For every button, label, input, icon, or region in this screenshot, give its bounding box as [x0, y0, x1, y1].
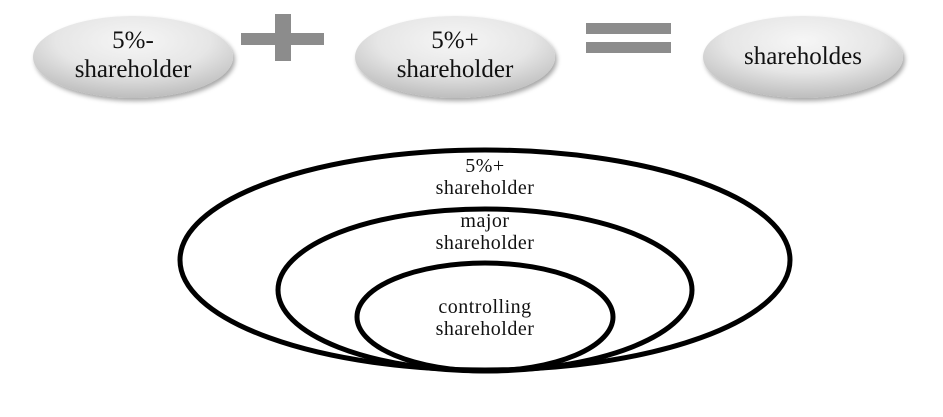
- oval-5pct-plus: 5%+ shareholder: [355, 16, 555, 98]
- oval-shareholders: shareholdes: [703, 16, 903, 98]
- equals-icon-bottom: [586, 42, 671, 53]
- oval-5pct-plus-line2: shareholder: [397, 56, 514, 83]
- oval-5pct-plus-line1: 5%+: [431, 27, 478, 54]
- plus-icon-vertical: [275, 14, 291, 61]
- nested-sets: [177, 147, 793, 374]
- ring-outer-line1: 5%+: [465, 155, 504, 177]
- oval-5pct-minus-line1: 5%-: [112, 27, 154, 54]
- equation-row: 5%- shareholder + 5%+ shareholder = shar…: [33, 14, 903, 98]
- ring-middle-line2: shareholder: [436, 232, 535, 254]
- oval-5pct-minus: 5%- shareholder: [33, 16, 233, 98]
- plus-operator: +: [241, 14, 324, 61]
- ring-inner-line1: controlling: [438, 296, 531, 318]
- ring-inner: [354, 260, 616, 374]
- nested-labels: 5%+ shareholder major shareholder contro…: [436, 155, 535, 340]
- ring-inner-line2: shareholder: [436, 318, 535, 340]
- ring-middle-line1: major: [460, 210, 509, 232]
- oval-shareholders-label: shareholdes: [744, 43, 862, 70]
- equals-operator: =: [586, 23, 671, 53]
- oval-5pct-minus-line2: shareholder: [75, 56, 192, 83]
- ring-outer-line2: shareholder: [436, 177, 535, 199]
- equals-icon-top: [586, 23, 671, 34]
